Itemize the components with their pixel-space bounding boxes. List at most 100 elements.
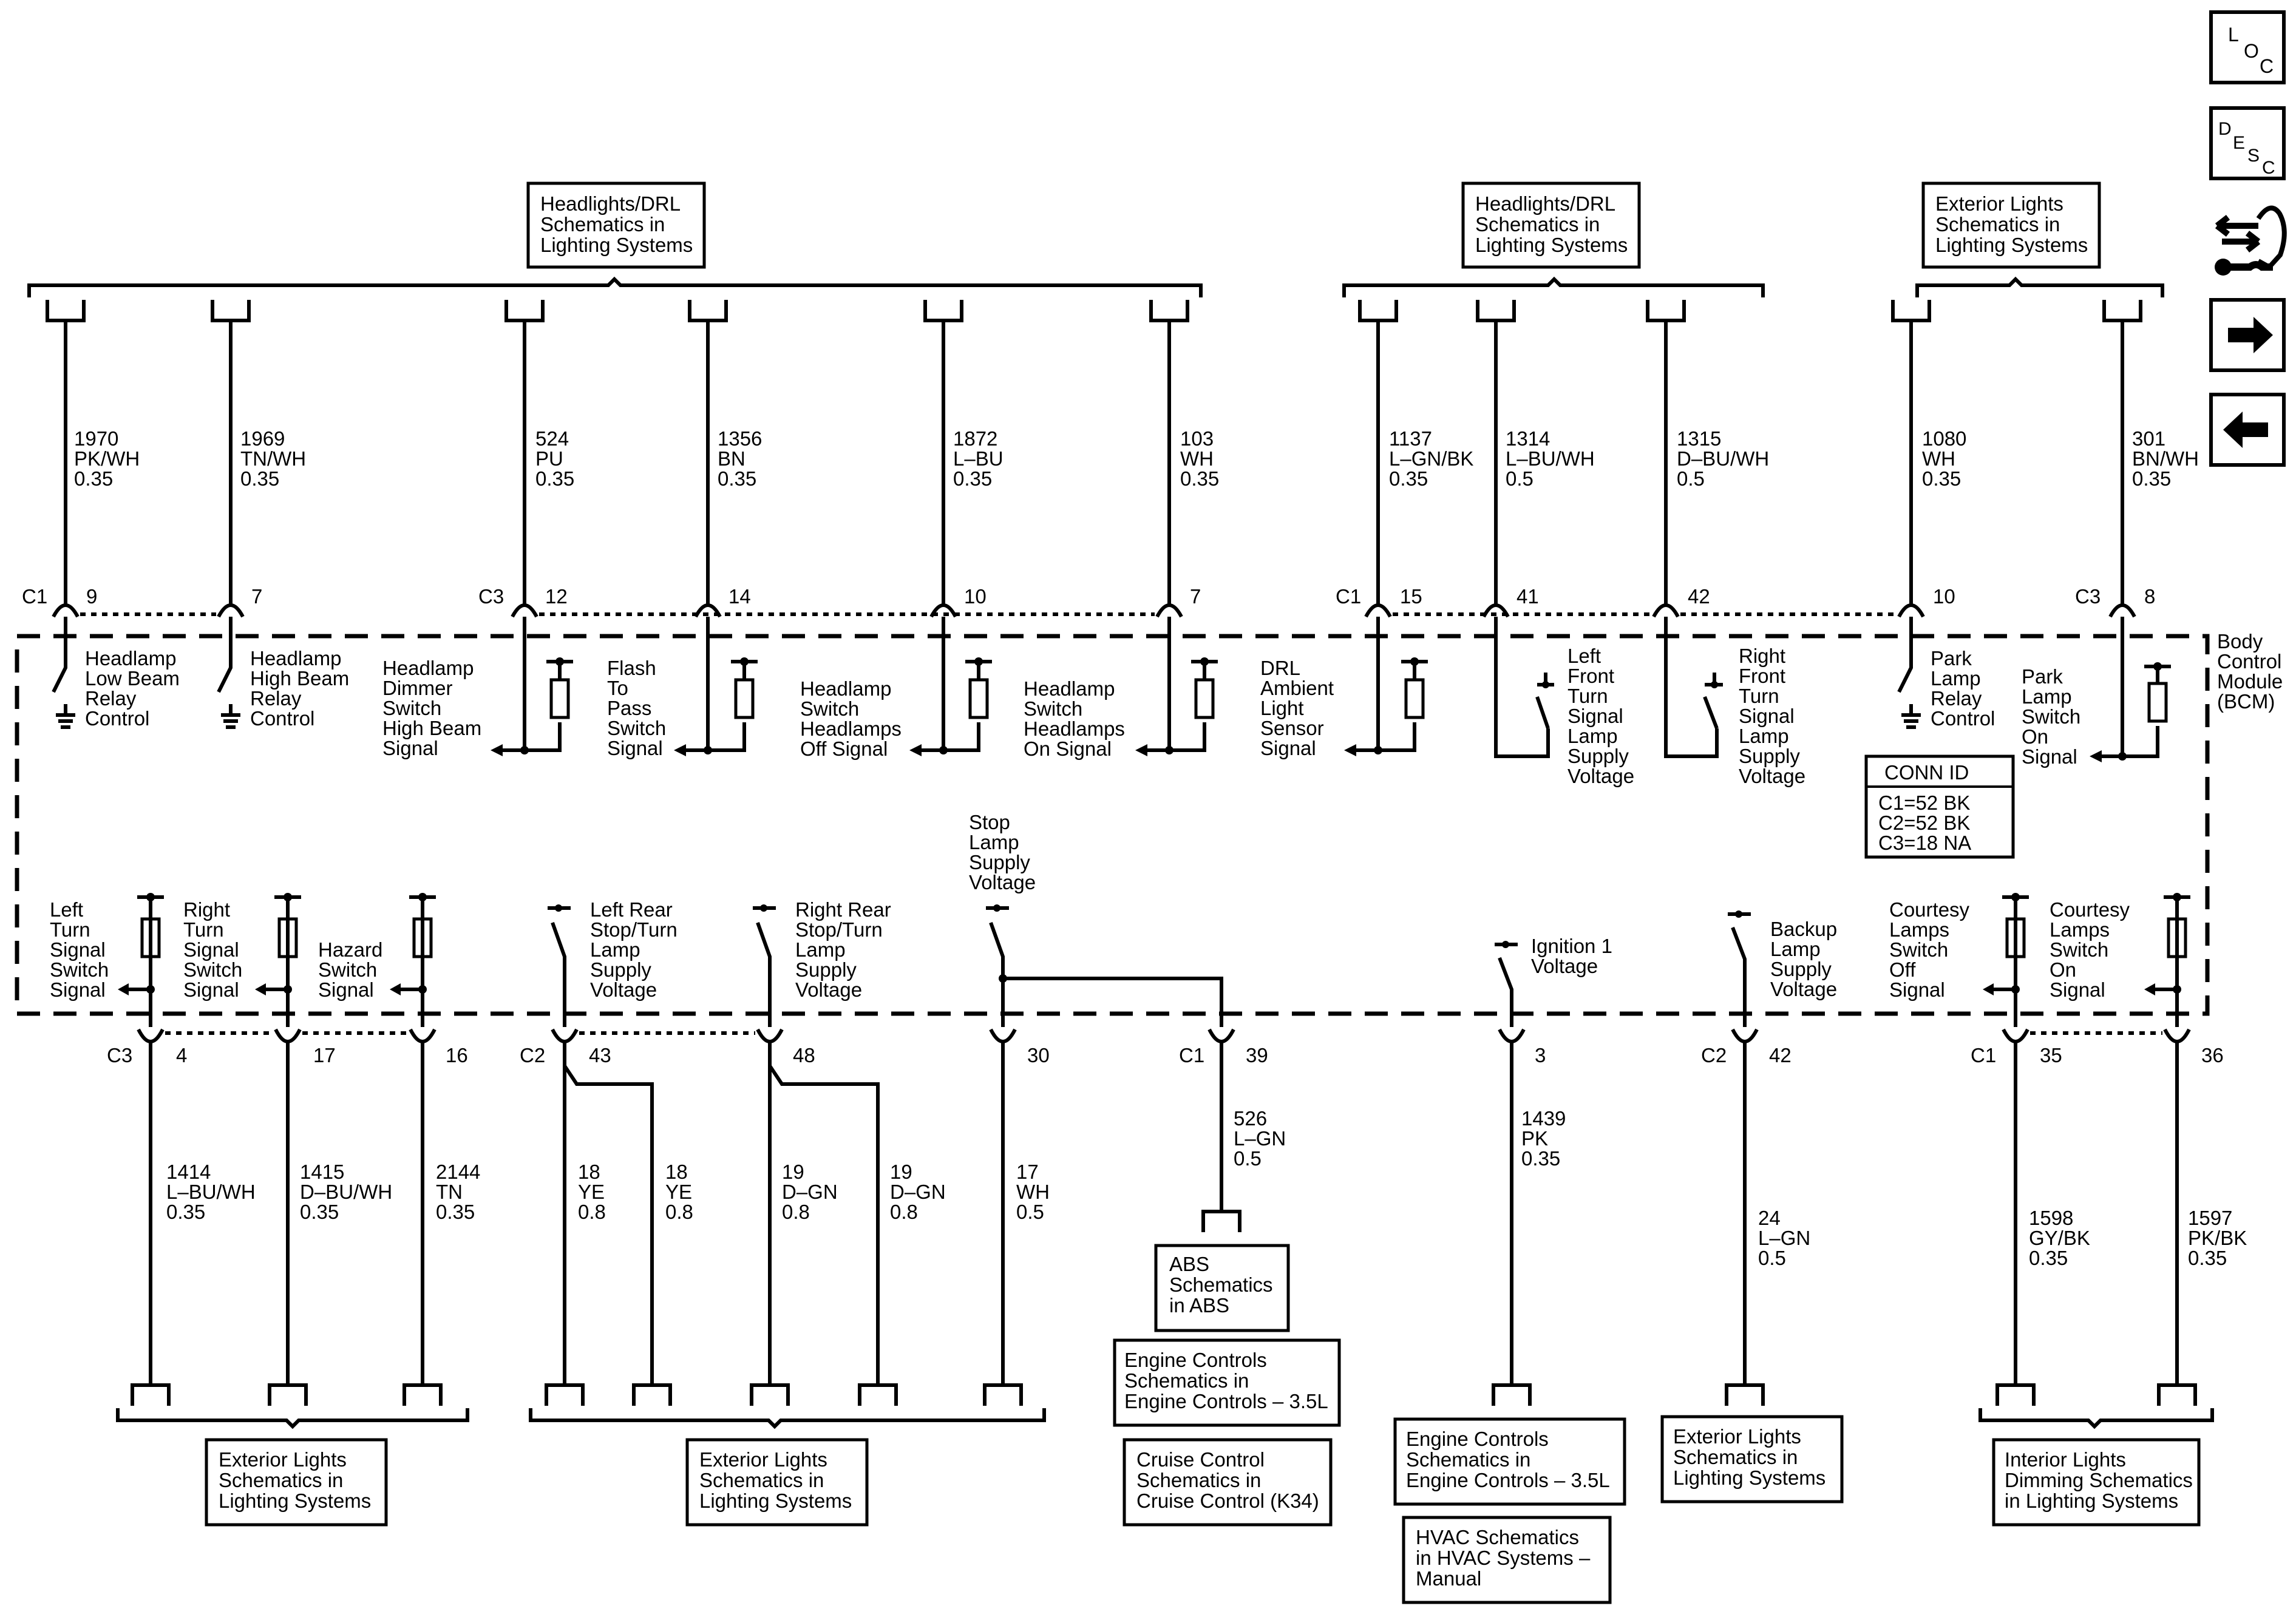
bottom-terminals <box>131 1210 2197 1406</box>
desc-letter-s: S <box>2247 146 2260 166</box>
circuit-color: BN <box>718 447 746 470</box>
top-circuit-label-1080: 1080 WH 0.35 <box>1922 427 1966 490</box>
circuit-number: 1356 <box>718 427 762 450</box>
fn-line: Switch <box>2022 705 2080 728</box>
fn-line: Front <box>1739 665 1785 687</box>
bot-circuit-label-1439: 1439 PK 0.35 <box>1521 1107 1566 1170</box>
top-circuit-label-1872: 1872 L–BU 0.35 <box>953 427 1004 490</box>
bot-conn-c1-a: C1 <box>1179 1044 1204 1066</box>
circuit-color: PK/WH <box>74 447 140 470</box>
fn-line: Stop/Turn <box>590 918 678 941</box>
circuit-gauge: 0.5 <box>1758 1247 1786 1269</box>
bottom-ref-box-1[interactable]: Exterior Lights Schematics in Lighting S… <box>205 1438 388 1527</box>
fn-line: Switch <box>800 697 859 720</box>
fn-headlamps-on-signal: Headlamp Switch Headlamps On Signal <box>1024 677 1125 760</box>
top-connector-labels: C1 9 7 C3 12 14 10 7 C1 15 41 42 10 C3 8 <box>22 585 2155 608</box>
fn-stop-lamp-supply: Stop Lamp Supply Voltage <box>969 811 1036 893</box>
fn-line: Signal <box>183 978 239 1001</box>
circuit-gauge: 0.5 <box>1234 1147 1262 1170</box>
bot-conn-c1-b: C1 <box>1971 1044 1996 1066</box>
fn-line: Off <box>1889 958 1916 981</box>
bottom-ref-eng2-line-2: Schematics in <box>1406 1448 1530 1471</box>
circuit-gauge: 0.8 <box>665 1201 693 1223</box>
top-ref-2-line-1: Headlights/DRL <box>1475 192 1615 215</box>
fn-left-rear-stop-turn: Left Rear Stop/Turn Lamp Supply Voltage <box>590 898 678 1001</box>
bcm-module-outline <box>15 634 2210 1016</box>
fn-hazard-switch: Hazard Switch Signal <box>318 938 382 1001</box>
circuit-gauge: 0.5 <box>1506 467 1533 490</box>
bottom-ref-box-2[interactable]: Exterior Lights Schematics in Lighting S… <box>685 1438 869 1527</box>
circuit-color: GY/BK <box>2029 1227 2090 1249</box>
bottom-ref-box-abs[interactable]: ABS Schematics in ABS <box>1154 1244 1290 1332</box>
bottom-ref-box-interior[interactable]: Interior Lights Dimming Schematics in Li… <box>1992 1438 2201 1527</box>
fn-ignition-1-voltage: Ignition 1 Voltage <box>1531 935 1612 977</box>
bot-pin-35: 35 <box>2040 1044 2062 1066</box>
bottom-ref-2-line-2: Schematics in <box>699 1469 824 1491</box>
bottom-ref-box-cruise[interactable]: Cruise Control Schematics in Cruise Cont… <box>1123 1438 1333 1527</box>
connector-view-icon[interactable] <box>2215 205 2287 276</box>
circuit-color: D–BU/WH <box>300 1181 392 1203</box>
bottom-ref-abs-line-2: Schematics <box>1169 1273 1273 1296</box>
top-circuit-label-1969: 1969 TN/WH 0.35 <box>240 427 306 490</box>
top-ref-box-2[interactable]: Headlights/DRL Schematics in Lighting Sy… <box>1461 181 1641 269</box>
circuit-color: L–BU <box>953 447 1004 470</box>
desc-button[interactable]: D E S C <box>2209 106 2286 180</box>
bot-pin-17: 17 <box>313 1044 336 1066</box>
bottom-ref-box-hvac[interactable]: HVAC Schematics in HVAC Systems – Manual <box>1402 1516 1612 1604</box>
bot-circuit-label-18-b: 18 YE 0.8 <box>665 1161 693 1223</box>
fn-right-rear-stop-turn: Right Rear Stop/Turn Lamp Supply Voltage <box>795 898 891 1001</box>
fn-line: Right <box>1739 645 1785 667</box>
top-pin-12: 12 <box>545 585 568 608</box>
top-ref-box-1[interactable]: Headlights/DRL Schematics in Lighting Sy… <box>526 181 706 269</box>
bottom-ref-hvac-line-1: HVAC Schematics <box>1416 1526 1579 1548</box>
bottom-ref-box-engine-1[interactable]: Engine Controls Schematics in Engine Con… <box>1113 1338 1341 1427</box>
circuit-number: 1969 <box>240 427 285 450</box>
fn-line: Supply <box>969 851 1030 873</box>
fn-left-turn-signal-switch: Left Turn Signal Switch Signal <box>50 898 109 1001</box>
bcm-label-line-2: Control <box>2217 650 2281 673</box>
fn-line: Low Beam <box>85 667 180 690</box>
fn-line: Switch <box>1889 938 1948 961</box>
circuit-gauge: 0.5 <box>1677 467 1705 490</box>
bcm-internal-bottom-nodes <box>118 893 2181 995</box>
circuit-color: L–GN/BK <box>1389 447 1473 470</box>
circuit-color: YE <box>665 1181 692 1203</box>
fn-line: Supply <box>1739 745 1800 767</box>
bottom-ref-box-exterior-3[interactable]: Exterior Lights Schematics in Lighting S… <box>1660 1415 1844 1503</box>
circuit-number: 301 <box>2132 427 2165 450</box>
circuit-color: WH <box>1922 447 1955 470</box>
fn-line: Voltage <box>1739 765 1805 787</box>
next-arrow-button[interactable] <box>2209 298 2286 372</box>
top-ref-3-line-3: Lighting Systems <box>1935 234 2088 256</box>
bcm-internal-bottom <box>127 895 2190 1027</box>
bot-circuit-label-1598: 1598 GY/BK 0.35 <box>2029 1207 2090 1269</box>
circuit-number: 19 <box>782 1161 804 1183</box>
circuit-number: 17 <box>1016 1161 1039 1183</box>
bottom-ref-box-engine-2[interactable]: Engine Controls Schematics in Engine Con… <box>1393 1417 1626 1506</box>
fn-line: Turn <box>50 918 90 941</box>
fn-line: On Signal <box>1024 737 1112 760</box>
bottom-ref-2-line-1: Exterior Lights <box>699 1448 827 1471</box>
bot-circuit-label-1415: 1415 D–BU/WH 0.35 <box>300 1161 392 1223</box>
top-brace-1 <box>27 276 1203 297</box>
fn-line: Courtesy <box>2050 898 2130 921</box>
bottom-ref-eng2-line-3: Engine Controls – 3.5L <box>1406 1469 1610 1491</box>
bot-circuit-label-24: 24 L–GN 0.5 <box>1758 1207 1810 1269</box>
fn-line: Headlamps <box>1024 717 1125 740</box>
fn-line: Lamps <box>1889 918 1949 941</box>
fn-line: Lamp <box>969 831 1019 853</box>
fn-line: Stop <box>969 811 1010 833</box>
conn-id-row-2: C2=52 BK <box>1878 812 1970 834</box>
top-ref-box-3[interactable]: Exterior Lights Schematics in Lighting S… <box>1921 181 2101 269</box>
bot-pin-30: 30 <box>1027 1044 1050 1066</box>
loc-button[interactable]: L O C <box>2209 10 2286 84</box>
fn-courtesy-lamps-on: Courtesy Lamps Switch On Signal <box>2050 898 2130 1001</box>
prev-arrow-button[interactable] <box>2209 393 2286 467</box>
fn-line: Supply <box>1770 958 1832 980</box>
circuit-gauge: 0.5 <box>1016 1201 1044 1223</box>
fn-line: Pass <box>607 697 651 719</box>
circuit-number: 1970 <box>74 427 118 450</box>
top-terminals <box>46 300 2142 322</box>
circuit-gauge: 0.35 <box>436 1201 475 1223</box>
top-ref-1-line-1: Headlights/DRL <box>540 192 681 215</box>
